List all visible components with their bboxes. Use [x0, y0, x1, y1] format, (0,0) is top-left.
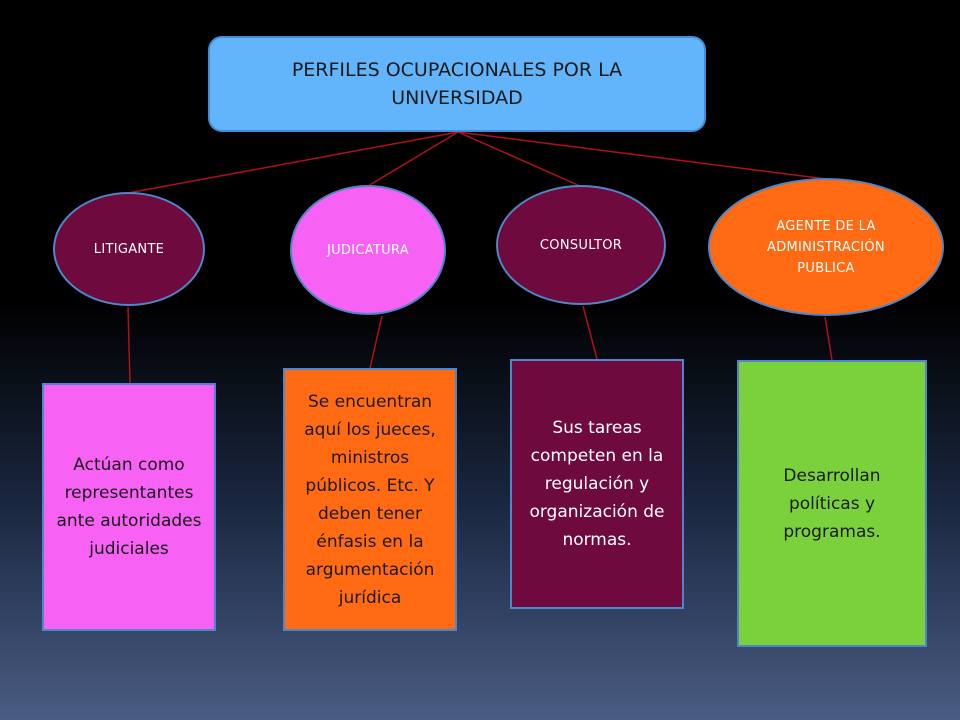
node-judicatura-label: JUDICATURA — [326, 242, 409, 258]
description-judicatura-text: Se encuentran aquí los jueces, ministros… — [304, 391, 436, 608]
description-litigante-text: Actúan como representantes ante autorida… — [56, 455, 202, 559]
description-agente-text: Desarrollan políticas y programas. — [783, 465, 881, 542]
connector-title-agente — [457, 131, 827, 180]
node-agente-label: AGENTE DE LA ADMINISTRACIÓN PUBLICA — [767, 218, 885, 276]
title-box: PERFILES OCUPACIONALES POR LA UNIVERSIDA… — [208, 36, 706, 132]
node-litigante: LITIGANTE — [53, 192, 205, 306]
connector-title-consultor — [457, 131, 581, 187]
description-litigante: Actúan como representantes ante autorida… — [42, 383, 216, 631]
node-consultor-label: CONSULTOR — [539, 237, 623, 253]
description-consultor-text: Sus tareas competen en la regulación y o… — [529, 418, 665, 550]
connector-consultor-box — [582, 305, 598, 360]
connector-title-litigante — [127, 131, 459, 194]
connector-judicatura-box — [369, 315, 383, 369]
description-judicatura: Se encuentran aquí los jueces, ministros… — [283, 368, 457, 631]
node-judicatura: JUDICATURA — [290, 185, 446, 315]
description-consultor: Sus tareas competen en la regulación y o… — [510, 359, 684, 609]
title-text: PERFILES OCUPACIONALES POR LA UNIVERSIDA… — [291, 59, 623, 109]
node-agente-administracion: AGENTE DE LA ADMINISTRACIÓN PUBLICA — [708, 178, 944, 316]
connector-title-judicatura — [367, 131, 459, 187]
node-litigante-label: LITIGANTE — [93, 241, 165, 257]
description-agente: Desarrollan políticas y programas. — [737, 360, 927, 647]
connector-litigante-box — [127, 306, 131, 384]
connector-agente-box — [824, 316, 833, 361]
node-consultor: CONSULTOR — [496, 185, 666, 305]
